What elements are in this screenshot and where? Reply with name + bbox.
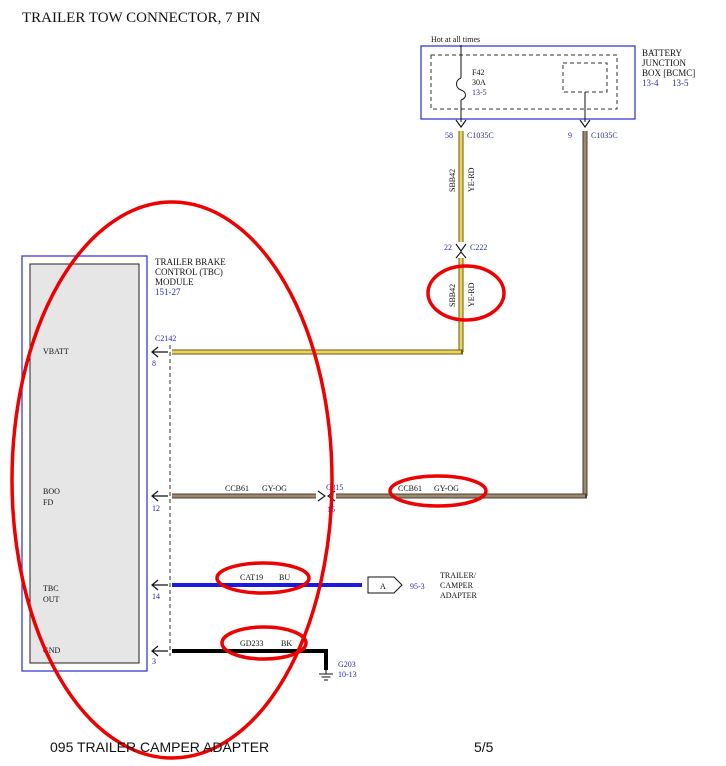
- hot-at-all-times-label: Hot at all times: [431, 35, 480, 44]
- bjb-pin-9-number: 9: [568, 131, 572, 140]
- trailer-adapter-ref: 95-3: [410, 582, 425, 591]
- tbc-name-2: CONTROL (TBC): [155, 267, 223, 277]
- c222-arrow-icon: [455, 243, 467, 252]
- pin-12-number: 12: [152, 504, 160, 513]
- gd233-circuit: GD233: [240, 639, 264, 648]
- cat19-circuit: CAT19: [240, 573, 263, 582]
- pin-3-arrow-icon: [151, 645, 168, 657]
- pin-tbc-out-label-1: TBC: [43, 584, 59, 593]
- c315-label: C315: [326, 483, 343, 492]
- tbc-name-1: TRAILER BRAKE: [155, 257, 226, 267]
- bjb-pin-58-arrow-icon: [455, 119, 467, 128]
- bjb-pin-58-connector: C1035C: [467, 131, 494, 140]
- page-title: TRAILER TOW CONNECTOR, 7 PIN: [22, 10, 261, 26]
- trailer-adapter-name-2: CAMPER: [440, 581, 474, 590]
- sbb42-circuit-lower: SBB42: [448, 284, 457, 307]
- bjb-ref-right: 13-5: [672, 78, 689, 88]
- ccb61-circuit-right: CCB61: [398, 484, 422, 493]
- pin-14-number: 14: [152, 592, 160, 601]
- pin-boo-label-2: FD: [43, 498, 53, 507]
- ccb61-color-right: GY-OG: [434, 484, 459, 493]
- c222-pin-number: 22: [444, 243, 452, 252]
- tbc-module: TRAILER BRAKE CONTROL (TBC) MODULE 151-2…: [21, 255, 226, 672]
- footer-section-title: 095 TRAILER CAMPER ADAPTER: [50, 739, 269, 755]
- fuse-name: F42: [472, 68, 484, 77]
- gd233-color: BK: [281, 639, 292, 648]
- trailer-adapter-name-1: TRAILER/: [440, 571, 477, 580]
- battery-junction-box: BATTERY JUNCTION BOX [BCMC] 13-4 13-5 Ho…: [420, 35, 695, 140]
- c222-connector-label: C222: [470, 243, 487, 252]
- trailer-adapter-connector-letter: A: [380, 582, 386, 591]
- pin-8-number: 8: [152, 359, 156, 368]
- pin-boo-label-1: BOO: [43, 487, 60, 496]
- bjb-outer-frame: [420, 45, 636, 120]
- pin-8-arrow-icon: [151, 346, 168, 358]
- annotation-ellipse-gd233: [220, 625, 308, 661]
- trailer-adapter-connector-icon: [367, 576, 403, 594]
- wire-ccb61: [172, 131, 588, 499]
- bjb-relay-dashed: [562, 62, 608, 93]
- ccb61-color-left: GY-OG: [262, 484, 287, 493]
- pin-3-number: 3: [152, 657, 156, 666]
- sbb42-color-lower: YE-RD: [467, 282, 476, 307]
- wire-sbb42: [172, 131, 464, 355]
- c222-receptacle-icon: [455, 251, 467, 259]
- ground-ref: 10-13: [338, 670, 357, 679]
- footer-page-number: 5/5: [474, 739, 494, 755]
- annotation-ellipse-cat19: [215, 561, 311, 595]
- c315-arrow-icon: [317, 490, 326, 502]
- pin-14-arrow-icon: [151, 579, 168, 591]
- tbc-outer-frame: [21, 255, 148, 672]
- tbc-name-3: MODULE: [155, 277, 194, 287]
- bjb-pin-9-arrow-icon: [579, 119, 591, 128]
- sbb42-color-upper: YE-RD: [467, 167, 476, 192]
- ground-icon: [319, 670, 333, 681]
- tbc-connector-label: C2142: [155, 334, 176, 343]
- bjb-pin-58-number: 58: [445, 131, 453, 140]
- bjb-inner-dashed: [430, 54, 618, 110]
- red-annotations: [10, 200, 506, 760]
- bjb-name-2: JUNCTION: [642, 58, 686, 68]
- pin-12-arrow-icon: [151, 490, 168, 502]
- cat19-color: BU: [279, 573, 290, 582]
- bjb-ref-left: 13-4: [642, 78, 659, 88]
- annotation-ellipse-module: [10, 200, 334, 760]
- bjb-name-1: BATTERY: [642, 48, 683, 58]
- annotation-ellipse-ccb61: [388, 474, 488, 508]
- tbc-ref: 151-27: [155, 287, 181, 297]
- fuse-f42-icon: [456, 77, 466, 101]
- annotation-ellipse-sbb42: [426, 264, 506, 322]
- fuse-rating: 30A: [472, 78, 486, 87]
- pin-vbatt-label: VBATT: [43, 347, 69, 356]
- trailer-adapter-name-3: ADAPTER: [440, 591, 478, 600]
- fuse-ref: 13-5: [472, 88, 487, 97]
- ccb61-circuit-left: CCB61: [225, 484, 249, 493]
- bjb-pin-9-connector: C1035C: [591, 131, 618, 140]
- pin-gnd-label: GND: [43, 646, 61, 655]
- ground-name: G203: [338, 660, 356, 669]
- sbb42-circuit-upper: SBB42: [448, 169, 457, 192]
- pin-tbc-out-label-2: OUT: [43, 595, 60, 604]
- tbc-inner-body: [29, 263, 140, 664]
- bjb-name-3: BOX [BCMC]: [642, 68, 695, 78]
